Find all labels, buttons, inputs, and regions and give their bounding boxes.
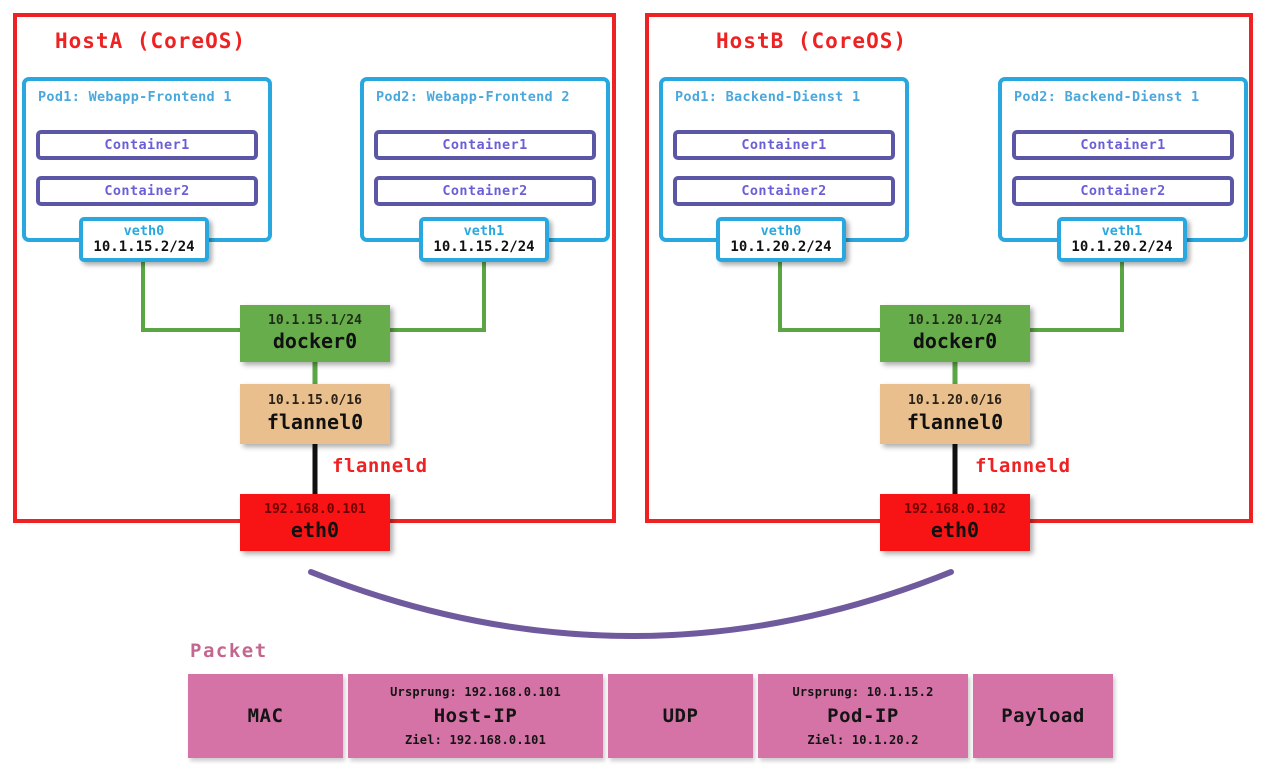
host-title-hostA: HostA (CoreOS) [55, 29, 247, 53]
node-eth0-hostA: 192.168.0.101 eth0 [240, 494, 390, 551]
packet-title: Packet [190, 640, 268, 662]
node-flannel0-hostB: 10.1.20.0/16 flannel0 [880, 384, 1030, 444]
flannel0-name: flannel0 [906, 409, 1004, 434]
eth0-ip: 192.168.0.101 [264, 501, 366, 517]
packet-field-mac: MAC [188, 674, 343, 758]
flannel0-ip: 10.1.15.0/16 [268, 393, 362, 409]
veth-box-hostB-pod1: veth0 10.1.20.2/24 [716, 217, 846, 262]
flanneld-label-hostA: flanneld [332, 455, 428, 477]
link-hostB-veth1-docker0 [1030, 262, 1124, 332]
packet-field-name: Pod-IP [827, 705, 899, 727]
docker0-name: docker0 [912, 329, 998, 354]
host-title-hostB: HostB (CoreOS) [716, 29, 908, 53]
container-label: Container2 [1080, 183, 1166, 199]
container-box-hostA-pod2-c2: Container2 [374, 176, 596, 206]
container-box-hostA-pod1-c1: Container1 [36, 130, 258, 160]
packet-field-pod-ip: Ursprung: 10.1.15.2 Pod-IP Ziel: 10.1.20… [758, 674, 968, 758]
packet-field-name: MAC [247, 705, 284, 727]
node-docker0-hostA: 10.1.15.1/24 docker0 [240, 305, 390, 362]
container-box-hostA-pod2-c1: Container1 [374, 130, 596, 160]
packet-field-name: Payload [1001, 705, 1085, 727]
pod-label-hostB-pod2: Pod2: Backend-Dienst 1 [1014, 89, 1200, 105]
packet-field-name: Host-IP [433, 705, 518, 727]
packet-field-host-ip: Ursprung: 192.168.0.101 Host-IP Ziel: 19… [348, 674, 603, 758]
veth-ip: 10.1.15.2/24 [433, 239, 535, 256]
eth0-name: eth0 [290, 518, 340, 543]
veth-box-hostA-pod1: veth0 10.1.15.2/24 [79, 217, 209, 262]
pod-label-hostA-pod1: Pod1: Webapp-Frontend 1 [38, 89, 232, 105]
container-label: Container2 [741, 183, 827, 199]
flanneld-label-hostB: flanneld [975, 455, 1071, 477]
pod-label-hostB-pod1: Pod1: Backend-Dienst 1 [675, 89, 861, 105]
veth-box-hostA-pod2: veth1 10.1.15.2/24 [419, 217, 549, 262]
veth-ip: 10.1.15.2/24 [93, 239, 195, 256]
container-label: Container2 [104, 183, 190, 199]
node-docker0-hostB: 10.1.20.1/24 docker0 [880, 305, 1030, 362]
container-box-hostB-pod2-c2: Container2 [1012, 176, 1234, 206]
packet-field-udp: UDP [608, 674, 753, 758]
container-label: Container1 [1080, 137, 1166, 153]
udp-tunnel-arc [308, 569, 954, 639]
container-box-hostB-pod2-c1: Container1 [1012, 130, 1234, 160]
veth-name: veth1 [1101, 222, 1143, 239]
node-flannel0-hostA: 10.1.15.0/16 flannel0 [240, 384, 390, 444]
veth-name: veth0 [123, 222, 165, 239]
docker0-name: docker0 [272, 329, 358, 354]
pod-label-hostA-pod2: Pod2: Webapp-Frontend 2 [376, 89, 570, 105]
node-eth0-hostB: 192.168.0.102 eth0 [880, 494, 1030, 551]
packet-field-dst: Ziel: 192.168.0.101 [404, 733, 547, 747]
docker0-ip: 10.1.20.1/24 [908, 312, 1002, 328]
veth-name: veth1 [463, 222, 505, 239]
container-label: Container1 [442, 137, 528, 153]
packet-field-payload: Payload [973, 674, 1113, 758]
link-hostB-veth0-docker0 [778, 262, 880, 332]
eth0-ip: 192.168.0.102 [904, 501, 1006, 517]
container-box-hostB-pod1-c2: Container2 [673, 176, 895, 206]
flannel0-ip: 10.1.20.0/16 [908, 393, 1002, 409]
container-label: Container1 [741, 137, 827, 153]
container-label: Container2 [442, 183, 528, 199]
packet-field-name: UDP [662, 705, 699, 727]
veth-box-hostB-pod2: veth1 10.1.20.2/24 [1057, 217, 1187, 262]
flannel0-name: flannel0 [266, 409, 364, 434]
container-box-hostA-pod1-c2: Container2 [36, 176, 258, 206]
packet-field-src: Ursprung: 192.168.0.101 [390, 685, 561, 699]
veth-name: veth0 [760, 222, 802, 239]
container-label: Container1 [104, 137, 190, 153]
container-box-hostB-pod1-c1: Container1 [673, 130, 895, 160]
packet-field-src: Ursprung: 10.1.15.2 [792, 685, 934, 699]
link-hostA-veth1-docker0 [390, 262, 486, 332]
link-hostA-veth0-docker0 [141, 262, 240, 332]
veth-ip: 10.1.20.2/24 [1071, 239, 1173, 256]
docker0-ip: 10.1.15.1/24 [268, 312, 362, 328]
packet-field-dst: Ziel: 10.1.20.2 [807, 733, 919, 747]
eth0-name: eth0 [930, 518, 980, 543]
veth-ip: 10.1.20.2/24 [730, 239, 832, 256]
